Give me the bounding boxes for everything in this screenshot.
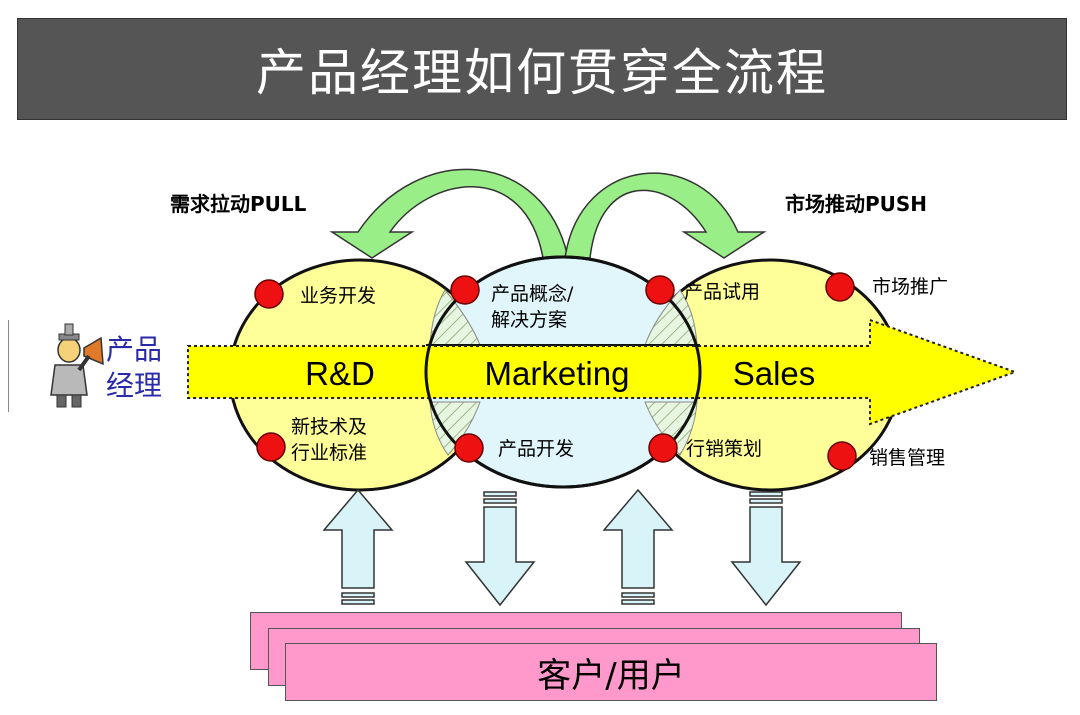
- push-curved-arrow: [564, 172, 767, 259]
- node-concept: [450, 275, 480, 305]
- customer-box: 客户/用户: [285, 643, 937, 701]
- label-trial: 产品试用: [684, 281, 760, 303]
- label-concept-1: 产品概念/: [491, 282, 574, 305]
- page-title: 产品经理如何贯穿全流程: [256, 44, 828, 102]
- pull-curved-arrow: [329, 168, 569, 259]
- up-arrow-marketing: [602, 488, 674, 605]
- title-bar: 产品经理如何贯穿全流程: [17, 18, 1067, 120]
- label-tech-1: 新技术及: [291, 416, 367, 438]
- label-sales-mgmt: 销售管理: [869, 447, 945, 469]
- down-arrow-sales: [730, 491, 802, 607]
- push-label: 市场推动PUSH: [785, 192, 927, 216]
- node-promo: [825, 272, 855, 302]
- product-manager-line1: 产品: [106, 333, 163, 366]
- node-prod-dev: [454, 433, 484, 463]
- label-mkt-plan: 行销策划: [686, 438, 762, 460]
- overlap-right-bottom: [644, 401, 698, 456]
- label-prod-dev: 产品开发: [498, 438, 574, 460]
- node-biz-dev: [254, 279, 284, 309]
- node-tech: [256, 432, 286, 462]
- label-concept-2: 解决方案: [491, 309, 567, 331]
- stage-rd: R&D: [305, 355, 375, 392]
- product-manager-line2: 经理: [106, 369, 163, 402]
- product-manager-label: 产品 经理: [106, 332, 176, 404]
- stage-sales: Sales: [733, 355, 816, 392]
- up-arrow-rd: [322, 488, 394, 605]
- product-manager-box: [8, 320, 169, 412]
- node-sales-mgmt: [827, 441, 857, 471]
- down-arrow-marketing: [464, 491, 536, 607]
- node-trial: [645, 275, 675, 305]
- megaphone-man-icon: [50, 323, 104, 408]
- label-biz-dev: 业务开发: [300, 285, 376, 307]
- main-flow-arrow: [187, 318, 1018, 426]
- node-mkt-plan: [648, 433, 678, 463]
- pull-label: 需求拉动PULL: [170, 192, 307, 216]
- label-promo: 市场推广: [872, 276, 948, 298]
- overlap-left-bottom: [429, 401, 481, 456]
- customer-label: 客户/用户: [537, 655, 685, 696]
- stage-marketing: Marketing: [485, 355, 630, 392]
- label-tech-2: 行业标准: [291, 442, 367, 464]
